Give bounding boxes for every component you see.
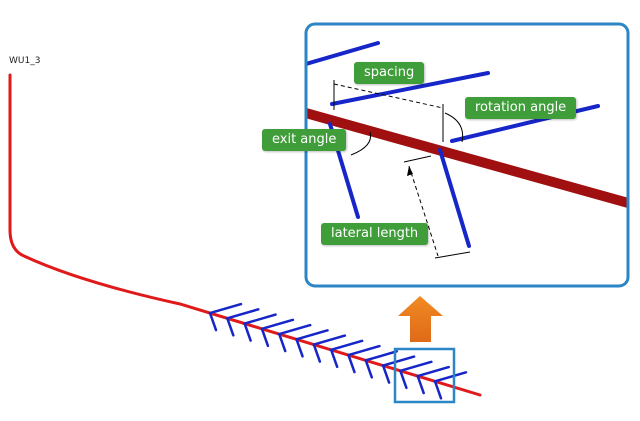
lateral-lower [381, 364, 391, 384]
lateral-lower [277, 332, 287, 353]
lateral-upper [295, 329, 329, 341]
spacing-label: spacing [354, 62, 425, 84]
zoom-box [393, 347, 456, 404]
inset-lateral-2 [330, 71, 490, 106]
length-arrowhead [407, 166, 413, 176]
length-extension-2 [434, 251, 471, 259]
lateral-upper [329, 339, 364, 352]
lateral-lower [226, 317, 235, 337]
lateral-lower [347, 353, 356, 374]
rotation-angle-label: rotation angle [465, 97, 577, 119]
length-dimension-line [408, 165, 439, 257]
lateral-upper [208, 302, 243, 315]
lateral-lower [243, 322, 252, 342]
lateral-lower [329, 348, 339, 369]
exit-angle-arc [350, 131, 372, 156]
well-name-label: WU1_3 [9, 56, 41, 66]
lateral-upper [260, 318, 295, 331]
lateral-upper [243, 313, 277, 325]
lateral-lower [399, 369, 408, 390]
inset-wellbore [306, 107, 628, 209]
inset-panel [304, 22, 630, 288]
exit-angle-label: exit angle [262, 129, 347, 151]
lateral-upper [347, 344, 381, 357]
wellbore-path [8, 73, 482, 397]
inset-frame [304, 22, 630, 288]
lateral-lower [208, 311, 218, 332]
lateral-upper [312, 334, 347, 346]
lateral-lower [433, 380, 443, 400]
spacing-dimension-line [333, 83, 444, 109]
lateral-upper [364, 350, 399, 362]
lateral-lower [260, 327, 270, 348]
lateral-upper [399, 360, 433, 373]
rotation-angle-arc [444, 112, 464, 143]
lateral-upper [381, 355, 416, 367]
lateral-upper [226, 308, 260, 320]
inset-lateral-5 [438, 148, 471, 248]
lateral-upper [433, 371, 468, 383]
length-extension-1 [403, 155, 432, 163]
lateral-lower [312, 343, 322, 363]
lateral-upper [277, 323, 312, 336]
lateral-lower [295, 338, 304, 358]
up-arrow-icon [398, 296, 443, 342]
lateral-upper [416, 365, 450, 378]
lateral-group [208, 302, 468, 400]
lateral-lower [416, 374, 425, 395]
inset-lateral-1 [306, 41, 380, 66]
lateral-length-label: lateral length [321, 223, 429, 245]
lateral-lower [364, 359, 374, 379]
